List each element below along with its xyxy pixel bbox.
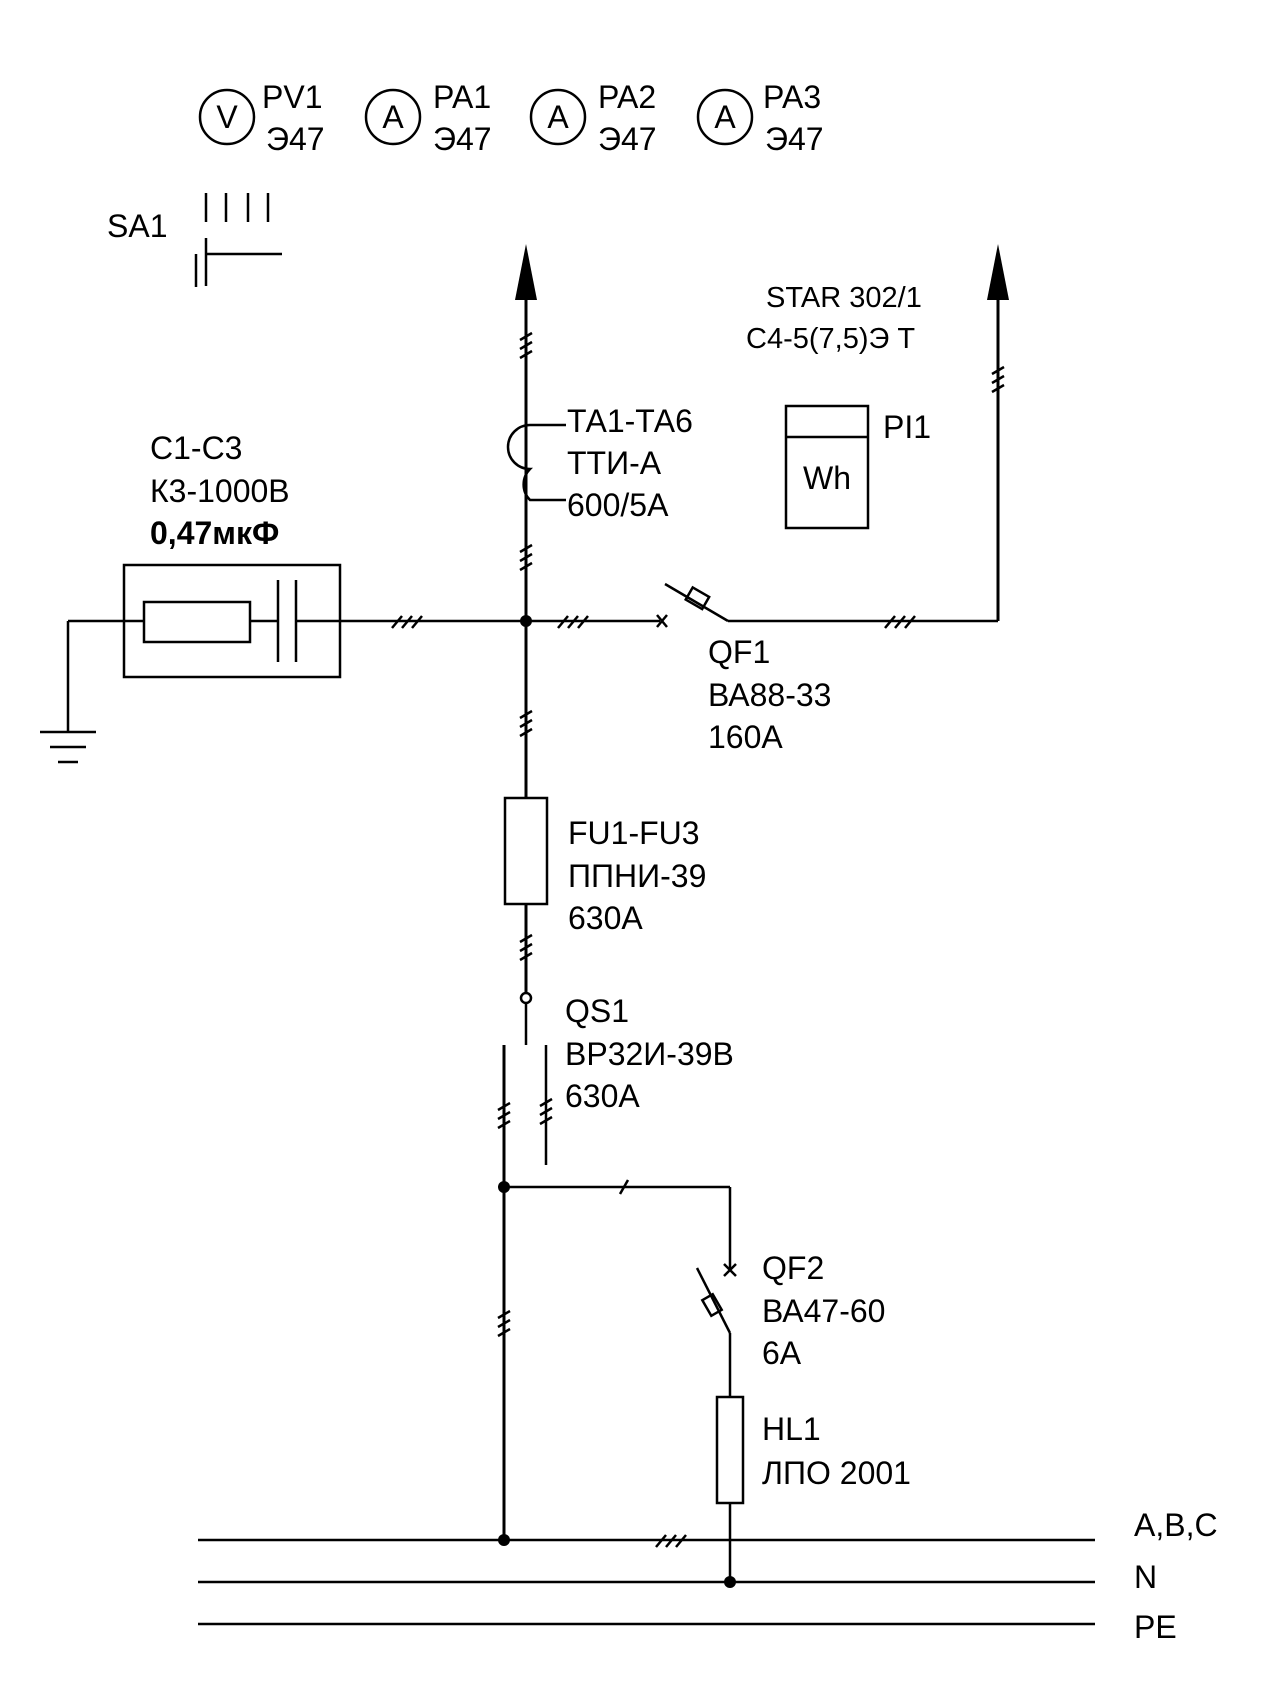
qs1-label: QS1 (565, 993, 629, 1029)
energy-meter-symbol: Wh (803, 460, 851, 496)
breaker-blade-icon (695, 1267, 732, 1334)
qf2-label: QF2 (762, 1250, 824, 1286)
three-phase-marks (884, 615, 916, 629)
breaker-contact-icon (723, 1263, 737, 1277)
capacitor-label: C1-C3 (150, 430, 242, 466)
fuse-model: ППНИ-39 (568, 858, 706, 894)
energy-meter-icon (784, 404, 870, 530)
fuse-rating: 630А (568, 900, 643, 936)
ct-label: ТА1-ТА6 (567, 403, 693, 439)
junction-dot (498, 1534, 510, 1546)
meter-label: PA1 (433, 79, 491, 115)
meter-model: Э47 (765, 121, 824, 157)
meter-pa2: A PA2 Э47 (529, 79, 657, 157)
single-phase-mark (618, 1179, 630, 1195)
breaker-blade-icon (664, 582, 729, 623)
ammeter-icon (364, 88, 422, 146)
arrow-up-icon (515, 244, 537, 300)
bus-label: N (1134, 1559, 1157, 1595)
qs1-model: ВР32И-39В (565, 1036, 734, 1072)
lamp-hl1: HL1 ЛПО 2001 (715, 1395, 911, 1588)
main-feeder-line (515, 244, 537, 1050)
breaker-contact-icon (656, 614, 668, 628)
fuse-icon (503, 796, 549, 906)
three-phase-marks (519, 331, 533, 962)
meter-model: Э47 (433, 121, 492, 157)
qf1-model: ВА88-33 (708, 677, 831, 713)
breaker-trip-icon (683, 585, 711, 611)
qf1-rating: 160А (708, 719, 783, 755)
meter-model: Э47 (266, 121, 325, 157)
breaker-trip-icon (700, 1292, 724, 1318)
meter-label: PV1 (262, 79, 322, 115)
contact-icon (519, 991, 533, 1005)
bus-label: A,B,C (1134, 1507, 1218, 1543)
resistor-icon (142, 600, 252, 644)
hl1-label: HL1 (762, 1411, 821, 1447)
meter-label: PA2 (598, 79, 656, 115)
energy-meter-model: STAR 302/1 (766, 282, 922, 314)
selector-switch-icon (194, 193, 282, 287)
capacitor-model: К3-1000В (150, 473, 290, 509)
three-phase-marks (391, 615, 423, 629)
qf1-label: QF1 (708, 634, 770, 670)
three-phase-marks (655, 1534, 687, 1548)
meter-symbol: V (216, 99, 238, 135)
meter-pa3: A PA3 Э47 (696, 79, 824, 157)
voltmeter-icon (198, 88, 256, 146)
three-phase-marks (539, 1097, 553, 1126)
fuse-label: FU1-FU3 (568, 815, 700, 851)
meter-model: Э47 (598, 121, 657, 157)
qs1-rating: 630А (565, 1078, 640, 1114)
qf2-rating: 6А (762, 1335, 802, 1371)
fuses: FU1-FU3 ППНИ-39 630А (503, 796, 706, 936)
meter-symbol: A (382, 99, 404, 135)
ammeter-icon (696, 88, 754, 146)
capacitor-bank: C1-C3 К3-1000В 0,47мкФ (40, 430, 526, 764)
three-phase-marks (497, 1101, 511, 1130)
ground-icon (40, 730, 96, 764)
three-phase-marks (557, 615, 589, 629)
breaker-qf2: QF2 ВА47-60 6А (498, 1179, 885, 1397)
ct-ratio: 600/5А (567, 487, 669, 523)
current-transformer: ТА1-ТА6 ТТИ-А 600/5А (506, 403, 693, 523)
meter-symbol: A (547, 99, 569, 135)
breaker-qf1: QF1 ВА88-33 160А (526, 244, 1009, 755)
three-phase-marks (497, 1309, 511, 1338)
hl1-model: ЛПО 2001 (762, 1455, 911, 1491)
lamp-icon (715, 1395, 745, 1505)
busbars: A,B,C N PE (198, 1507, 1218, 1645)
ct-model: ТТИ-А (567, 445, 662, 481)
energy-meter: STAR 302/1 С4-5(7,5)Э Т Wh PI1 (746, 282, 931, 530)
qf2-model: ВА47-60 (762, 1293, 885, 1329)
ct-coil-icon (506, 423, 566, 502)
meter-pa1: A PA1 Э47 (364, 79, 492, 157)
energy-meter-spec: С4-5(7,5)Э Т (746, 323, 915, 355)
ammeter-icon (529, 88, 587, 146)
meter-label: PA3 (763, 79, 821, 115)
energy-meter-label: PI1 (883, 409, 931, 445)
capacitor-value: 0,47мкФ (150, 515, 279, 551)
meter-symbol: A (714, 99, 736, 135)
bus-label: PE (1134, 1609, 1177, 1645)
switch-sa1: SA1 (107, 193, 282, 287)
arrow-up-icon (987, 244, 1009, 300)
three-phase-marks (991, 365, 1005, 394)
meter-pv1: V PV1 Э47 (198, 79, 325, 157)
sa1-label: SA1 (107, 208, 167, 244)
disconnector-qs1: QS1 ВР32И-39В 630А (497, 991, 734, 1540)
